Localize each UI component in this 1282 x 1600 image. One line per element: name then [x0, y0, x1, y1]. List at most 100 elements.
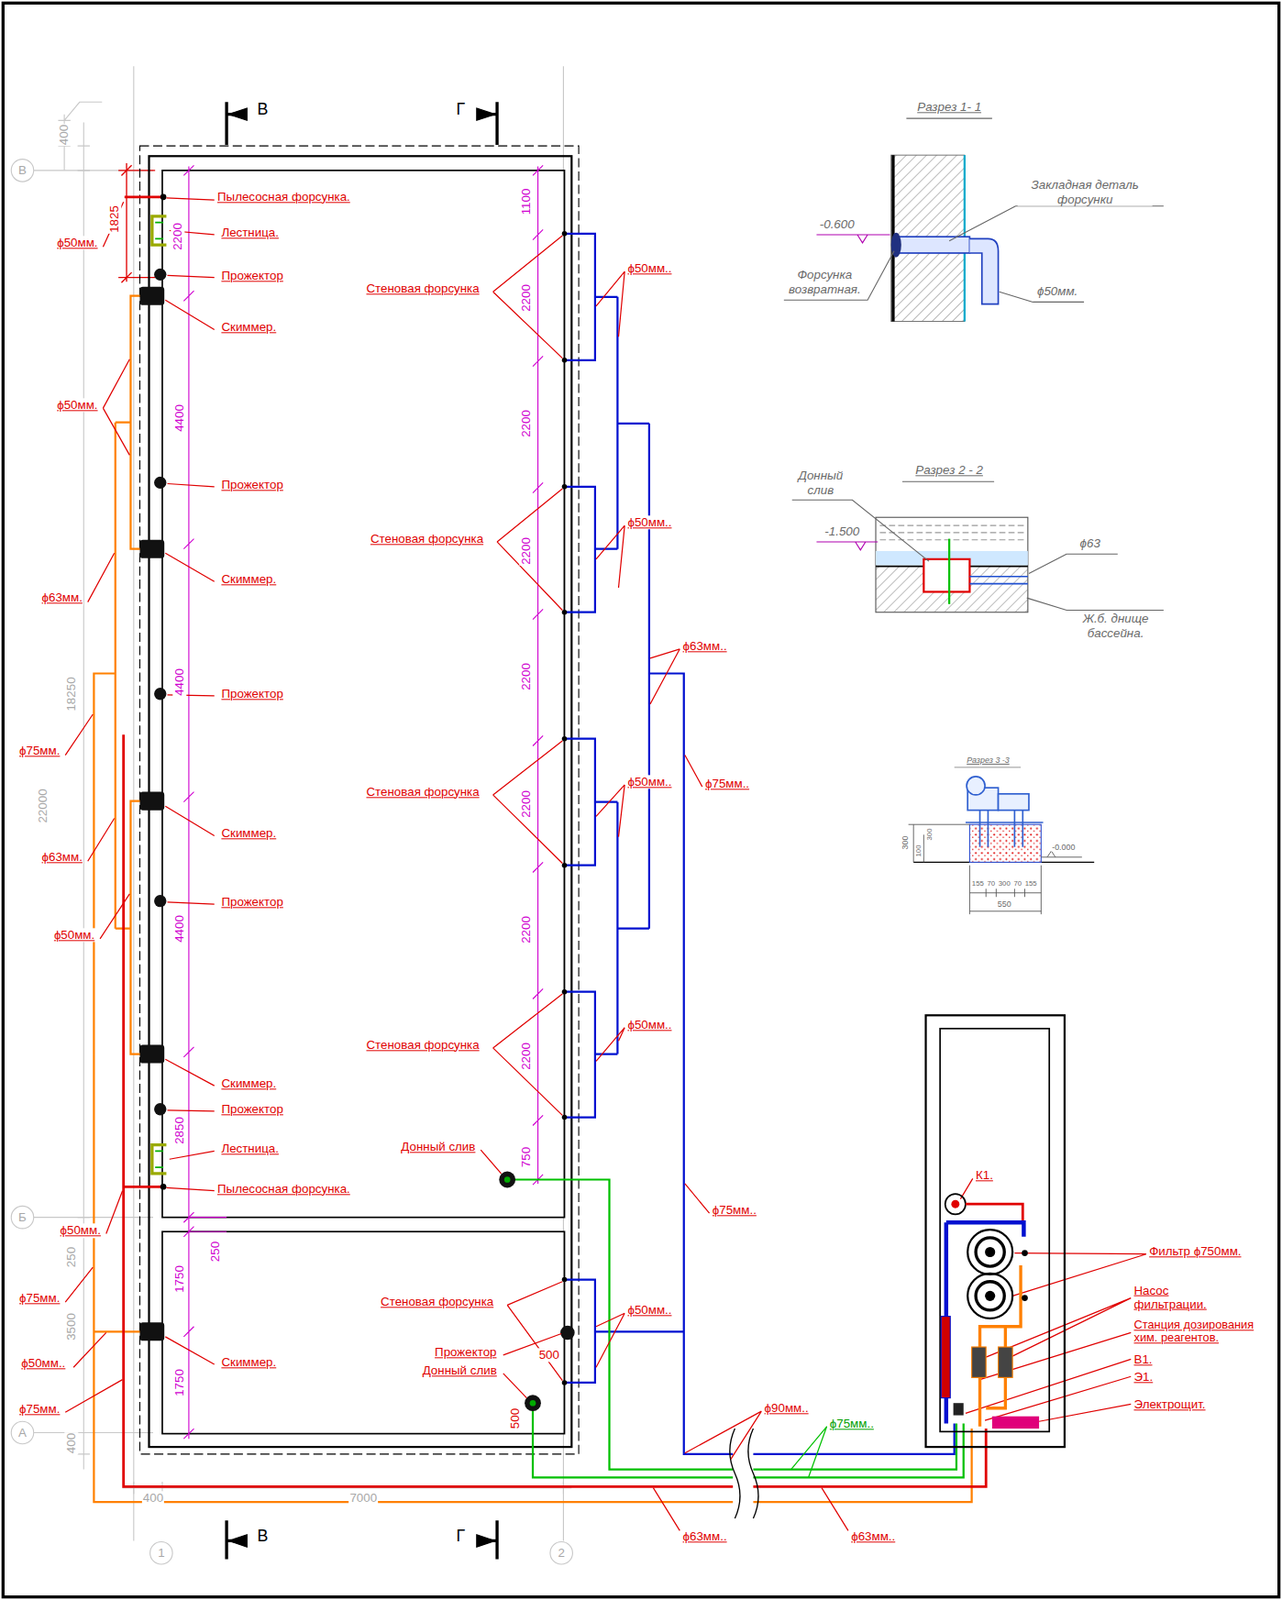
dimension: 400 — [64, 1432, 78, 1455]
callout: Донный слив — [421, 1363, 498, 1378]
leader-line — [791, 1426, 828, 1479]
grid — [11, 1421, 34, 1444]
pipe-blue — [564, 1280, 685, 1383]
callout: Скиммер. — [220, 827, 277, 841]
skimmer — [139, 792, 165, 811]
leader-line — [165, 198, 214, 1365]
section-mark: В — [255, 99, 269, 119]
dimension: 4400 — [172, 914, 187, 944]
grid — [11, 66, 573, 1565]
callout: Лестница. — [220, 1142, 280, 1157]
skimmer — [139, 287, 165, 1342]
dimension: 18250 — [64, 675, 78, 712]
dimension: 3500 — [64, 1312, 78, 1342]
pipe-blue — [617, 297, 954, 1455]
axis-label: А — [17, 1425, 28, 1440]
nozzle — [562, 1380, 568, 1386]
skimmer — [139, 1322, 165, 1341]
spotlight — [154, 687, 166, 700]
dimension: 300 — [926, 828, 935, 842]
dimension: 155 — [1024, 879, 1039, 888]
grid — [11, 159, 34, 182]
pipe-green — [507, 1179, 964, 1478]
section-1-1 — [969, 238, 998, 304]
section-3-3 — [998, 794, 1029, 811]
pipe-red — [123, 197, 987, 1488]
spotlight — [154, 895, 166, 907]
callout: Стеновая форсунка — [364, 1038, 480, 1052]
ladder — [154, 222, 164, 1169]
pipe-blue — [564, 233, 619, 1118]
equipment-room — [967, 1229, 1013, 1275]
spotlight — [560, 1326, 575, 1341]
pipe-size: ϕ50мм.. — [626, 515, 673, 530]
pipe-size: ϕ75мм. — [18, 1291, 61, 1305]
section-1-1 — [894, 236, 970, 254]
section-2-2 — [969, 576, 1028, 585]
pipe-red — [123, 197, 987, 1488]
equipment-room — [965, 1204, 1023, 1223]
dimension: 400 — [142, 1491, 165, 1505]
note: Форсунка возвратная. — [780, 267, 870, 297]
equipment-room — [950, 1200, 960, 1209]
section-3-3 — [969, 865, 1041, 915]
pipe-green — [507, 1179, 964, 1478]
nozzle — [160, 1183, 167, 1191]
dimension: 70 — [1012, 879, 1023, 888]
spotlight — [154, 476, 166, 489]
grid — [33, 66, 564, 1541]
pipe-orange — [93, 296, 972, 1503]
callout: Скиммер. — [220, 573, 277, 587]
nozzle — [562, 989, 568, 995]
pipe-size: ϕ63мм. — [41, 850, 84, 864]
callout: Стеновая форсунка — [369, 531, 485, 546]
grid — [11, 1205, 34, 1228]
pipe-size: ϕ50мм.. — [626, 774, 673, 789]
dimension: 2850 — [172, 1116, 187, 1146]
dimension: 2200 — [519, 915, 534, 945]
dimension: 250 — [64, 1246, 78, 1269]
leader-line — [65, 198, 1147, 1531]
nozzle — [562, 1115, 568, 1121]
dimension: 22000 — [35, 788, 50, 825]
callout: Пылесосная форсунка. — [216, 1182, 352, 1196]
section-mark: Г — [454, 1526, 466, 1546]
nozzle — [562, 862, 568, 869]
dimension: 1825 — [107, 204, 122, 234]
leader-line — [960, 1178, 1147, 1422]
pipe-size: ϕ50мм.. — [626, 1303, 673, 1317]
note: Ж.б. днище бассейна. — [1063, 611, 1168, 641]
equipment-room — [1021, 1249, 1028, 1257]
break-line — [729, 1428, 759, 1519]
equipment-room — [945, 1193, 966, 1215]
pipe-size: ϕ75мм.. — [828, 1416, 875, 1431]
leader-line — [652, 1411, 849, 1531]
note: -1.500 — [823, 524, 861, 539]
pipe-orange — [93, 296, 972, 1503]
equipment-label: Станция дозирования хим. реагентов. — [1132, 1318, 1272, 1346]
callout: Пылесосная форсунка. — [216, 189, 352, 204]
bottom-drain — [524, 1394, 542, 1412]
section-1-1 — [816, 234, 890, 244]
dimension: 7000 — [348, 1491, 378, 1505]
callout: Скиммер. — [220, 320, 277, 335]
dimension-line — [532, 165, 543, 1185]
section-3-3 — [965, 810, 1044, 848]
pipe-size: ϕ75мм.. — [711, 1203, 758, 1217]
equipment-label: Э1. — [1132, 1370, 1154, 1384]
nozzle — [562, 231, 568, 237]
leader-line — [480, 649, 709, 1399]
section-mark: В — [255, 1526, 269, 1546]
equipment-label: К1. — [974, 1169, 995, 1183]
nozzle — [562, 1277, 568, 1283]
dimension: 300 — [900, 835, 910, 851]
equipment-label: Фильтр ϕ750мм. — [1148, 1244, 1242, 1259]
nozzle — [562, 357, 568, 364]
axis-label: 2 — [556, 1546, 565, 1560]
equipment-room — [967, 1273, 1013, 1319]
nozzle — [562, 609, 568, 616]
equipment-room — [984, 1247, 995, 1258]
section-2-2 — [879, 525, 1024, 541]
